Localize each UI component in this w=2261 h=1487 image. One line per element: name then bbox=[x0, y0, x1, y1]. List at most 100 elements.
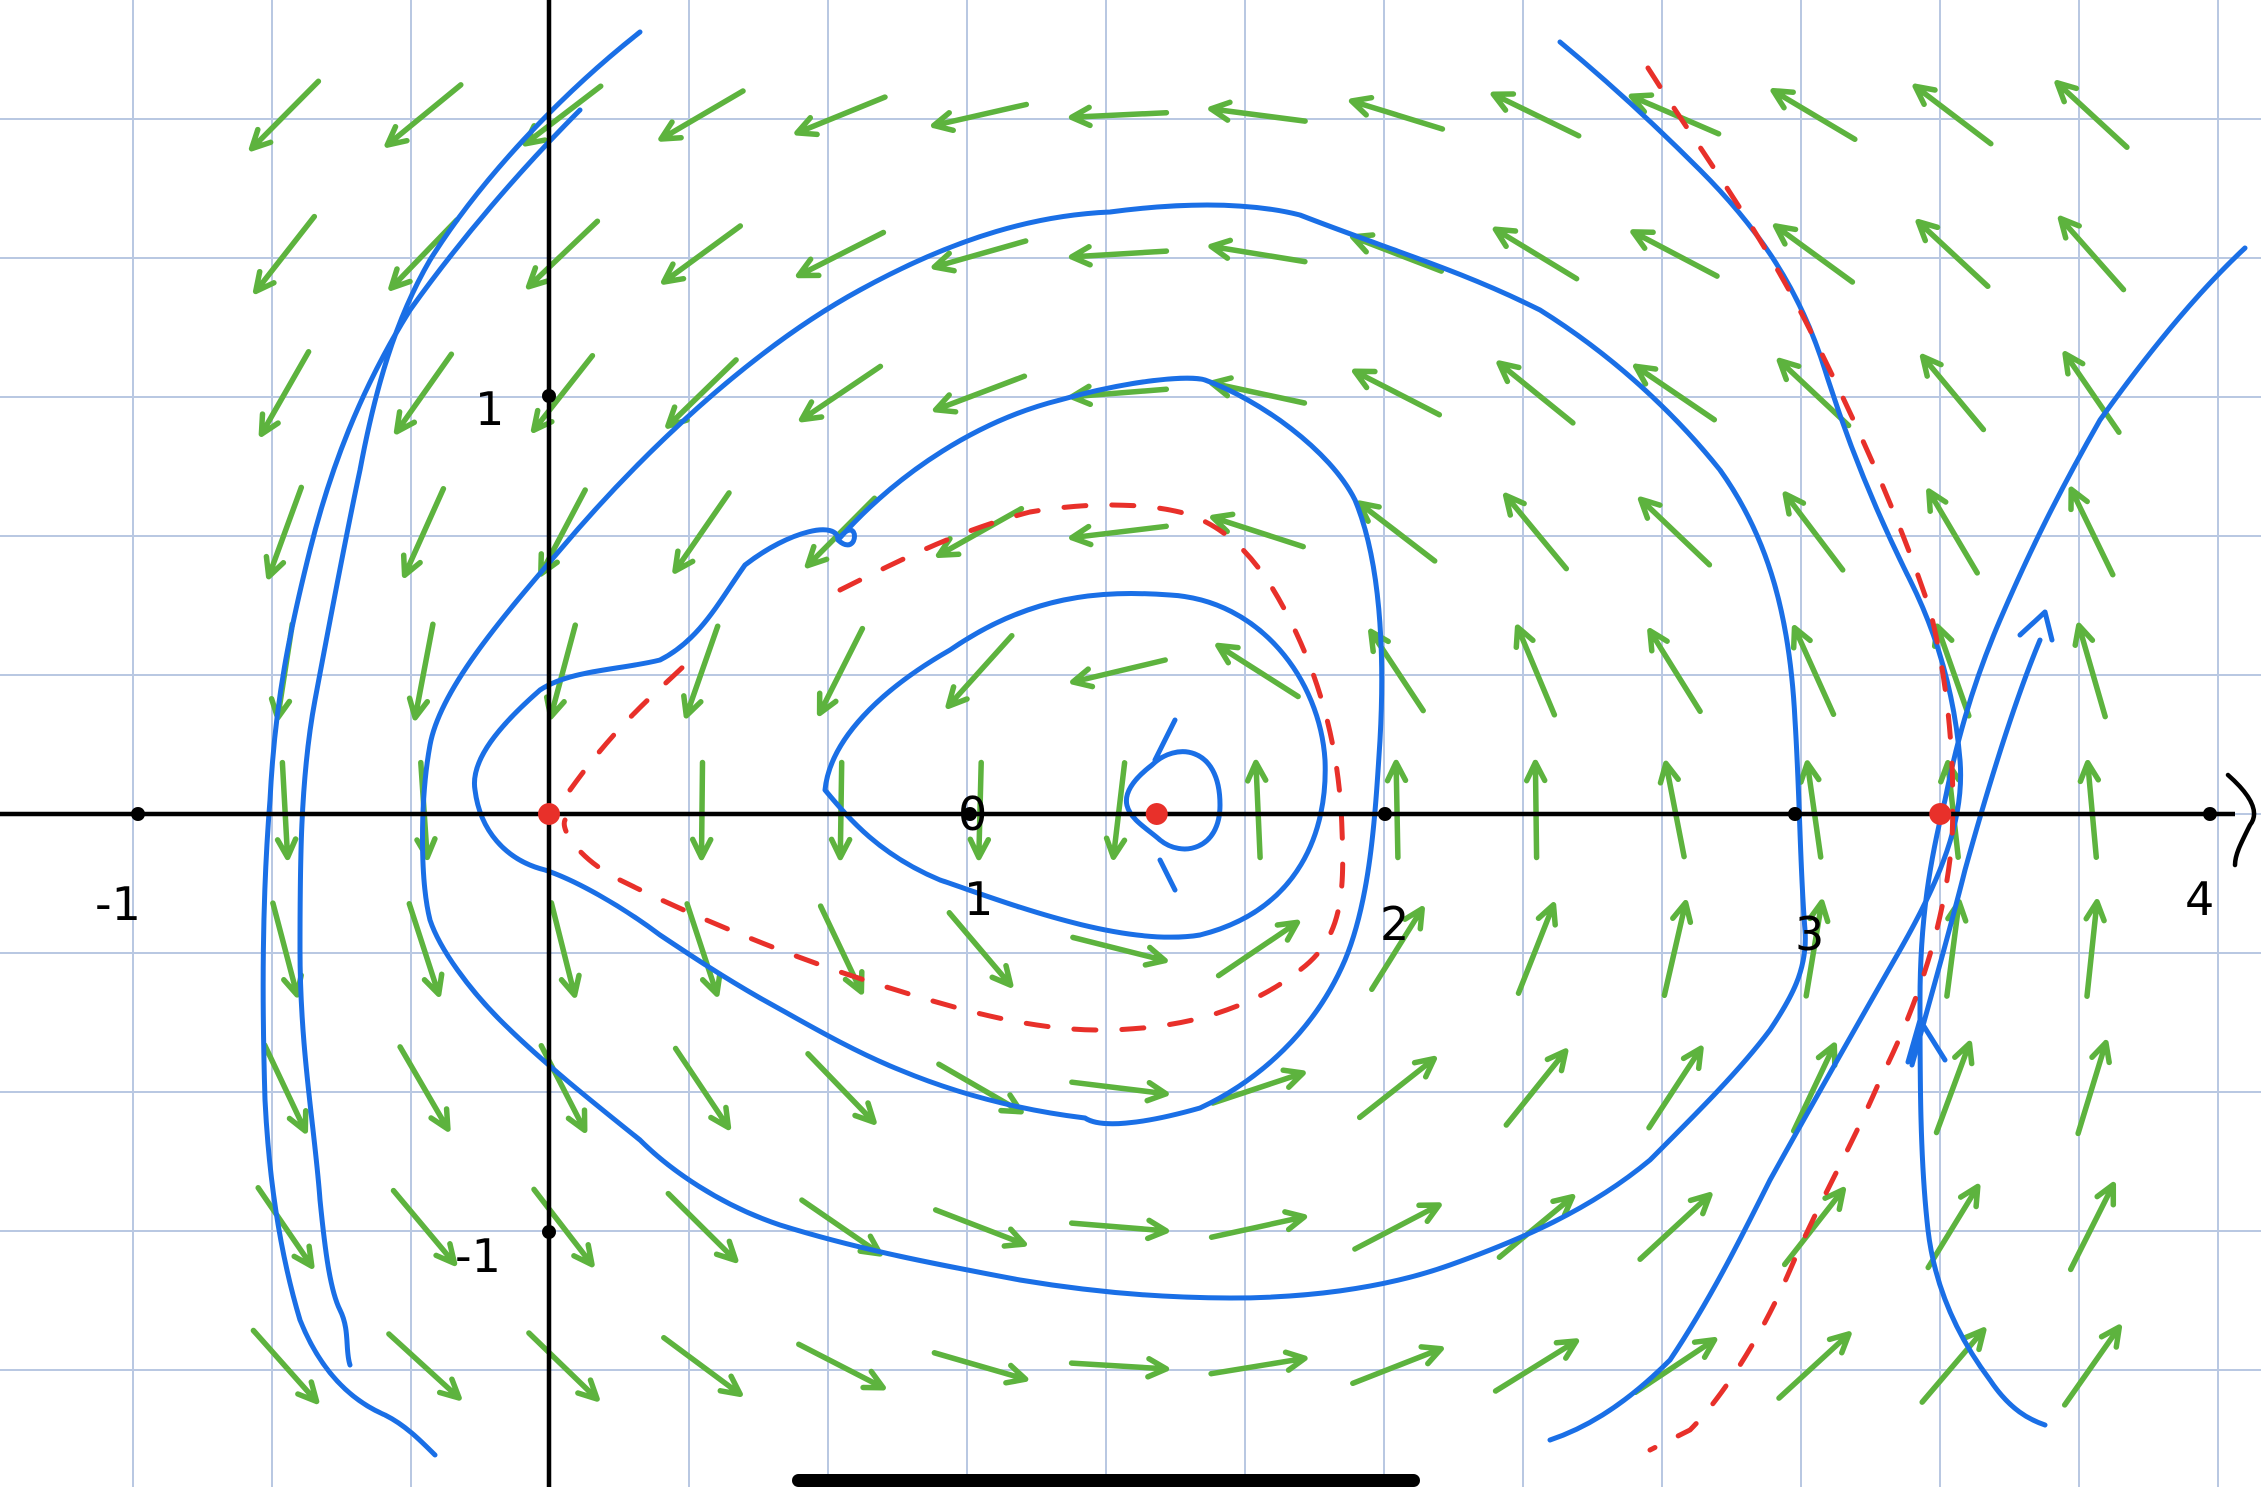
direction-arrow bbox=[1944, 899, 1969, 999]
direction-arrow bbox=[1915, 218, 1991, 290]
direction-arrow bbox=[1496, 1193, 1576, 1261]
y-tick-label-1: 1 bbox=[475, 382, 504, 436]
direction-arrow bbox=[2057, 215, 2127, 293]
direction-arrow bbox=[1637, 1192, 1713, 1262]
direction-arrow bbox=[1912, 83, 1994, 147]
direction-arrow bbox=[1523, 759, 1548, 861]
direction-arrow bbox=[1926, 488, 1980, 576]
direction-arrow bbox=[1215, 642, 1301, 700]
direction-arrow bbox=[1490, 91, 1582, 139]
direction-arrow bbox=[935, 505, 1025, 559]
direction-arrow bbox=[689, 759, 714, 861]
direction-arrow bbox=[531, 1186, 595, 1268]
vector-field bbox=[248, 78, 2130, 1408]
trajectory-cycle-2 bbox=[822, 591, 1328, 940]
direction-arrow bbox=[1513, 624, 1558, 718]
direction-arrow bbox=[799, 1197, 883, 1257]
direction-arrow bbox=[1348, 94, 1446, 132]
home-indicator[interactable] bbox=[792, 1474, 1420, 1487]
direction-arrow bbox=[1070, 657, 1168, 690]
direction-arrow bbox=[1772, 223, 1856, 285]
direction-arrow bbox=[1637, 496, 1713, 568]
direction-arrow bbox=[2075, 1039, 2112, 1137]
x-tick-label-1: 1 bbox=[964, 872, 993, 926]
direction-arrow bbox=[388, 217, 460, 291]
direction-arrow bbox=[1661, 899, 1694, 999]
direction-arrow bbox=[1781, 1186, 1847, 1268]
direction-arrow bbox=[248, 78, 322, 152]
direction-arrow bbox=[400, 485, 447, 579]
direction-arrow bbox=[1657, 760, 1687, 860]
x-tick-mark bbox=[1788, 807, 1802, 821]
direction-arrow bbox=[1492, 1338, 1580, 1394]
direction-arrow bbox=[548, 900, 582, 998]
dashed-curve-outer bbox=[1645, 65, 1956, 1453]
direction-arrow bbox=[1352, 1202, 1442, 1252]
direction-arrow bbox=[526, 1330, 600, 1402]
direction-arrow bbox=[672, 490, 732, 574]
direction-arrow bbox=[1803, 899, 1831, 999]
direction-arrow bbox=[795, 229, 887, 279]
direction-arrow bbox=[406, 621, 436, 721]
direction-arrow bbox=[1919, 1327, 1987, 1405]
dashed-curve-inner bbox=[561, 502, 1346, 1033]
direction-arrow bbox=[1208, 237, 1308, 265]
direction-arrow bbox=[258, 349, 312, 437]
fixed-point bbox=[538, 803, 560, 825]
direction-arrow bbox=[2068, 486, 2116, 578]
direction-arrow bbox=[255, 1185, 315, 1269]
direction-arrow bbox=[2067, 1181, 2117, 1273]
direction-arrow bbox=[1215, 919, 1301, 979]
fixed-points bbox=[538, 803, 1952, 825]
direction-arrow bbox=[390, 1187, 458, 1267]
x-tick-mark bbox=[963, 807, 977, 821]
trajectory-cycle-4 bbox=[420, 202, 1808, 1301]
trajectory-cycle-3 bbox=[471, 375, 1385, 1127]
trajectory-left-outer bbox=[260, 107, 583, 1458]
direction-arrow bbox=[932, 373, 1028, 415]
direction-arrow bbox=[931, 1350, 1029, 1386]
direction-arrow bbox=[1515, 902, 1558, 996]
trajectory-right-unstable bbox=[1905, 609, 2055, 1068]
direction-arrow bbox=[1776, 1331, 1852, 1401]
x-tick-mark bbox=[131, 807, 145, 821]
direction-arrow bbox=[1782, 491, 1846, 573]
direction-arrow bbox=[406, 901, 445, 997]
direction-arrow bbox=[1369, 905, 1425, 993]
direction-arrow bbox=[1384, 759, 1409, 861]
x-tick-mark bbox=[2203, 807, 2217, 821]
direction-arrow bbox=[2083, 899, 2107, 999]
direction-arrow bbox=[1502, 492, 1570, 572]
direction-arrow bbox=[665, 357, 739, 429]
direction-arrow bbox=[1244, 759, 1269, 861]
direction-arrow bbox=[931, 238, 1029, 274]
direction-arrow bbox=[1208, 99, 1308, 124]
direction-arrow bbox=[2061, 1324, 2123, 1408]
direction-arrow bbox=[263, 484, 305, 580]
direction-arrow bbox=[804, 495, 878, 569]
direction-arrow bbox=[1776, 357, 1852, 429]
direction-arrow bbox=[681, 623, 721, 719]
direction-arrow bbox=[397, 1044, 451, 1132]
direction-arrow bbox=[250, 1327, 320, 1405]
direction-arrow bbox=[274, 759, 299, 861]
direction-arrow bbox=[2072, 622, 2108, 720]
direction-arrow bbox=[932, 1207, 1028, 1249]
x-tick-label-neg1: -1 bbox=[95, 877, 141, 931]
direction-arrow bbox=[1647, 627, 1703, 715]
direction-arrow bbox=[1070, 934, 1168, 968]
direction-arrow bbox=[1068, 244, 1170, 268]
direction-arrow bbox=[798, 363, 884, 423]
direction-arrow bbox=[794, 94, 888, 138]
direction-arrow bbox=[270, 900, 304, 998]
direction-arrow bbox=[1210, 511, 1306, 550]
direction-arrow bbox=[1798, 760, 1824, 860]
direction-arrow bbox=[2077, 759, 2102, 861]
direction-arrow bbox=[946, 910, 1014, 988]
direction-arrow bbox=[796, 1341, 886, 1391]
direction-arrow bbox=[1646, 1045, 1704, 1131]
direction-arrow bbox=[1632, 363, 1718, 423]
direction-arrow bbox=[384, 82, 464, 148]
direction-arrow bbox=[930, 101, 1030, 134]
